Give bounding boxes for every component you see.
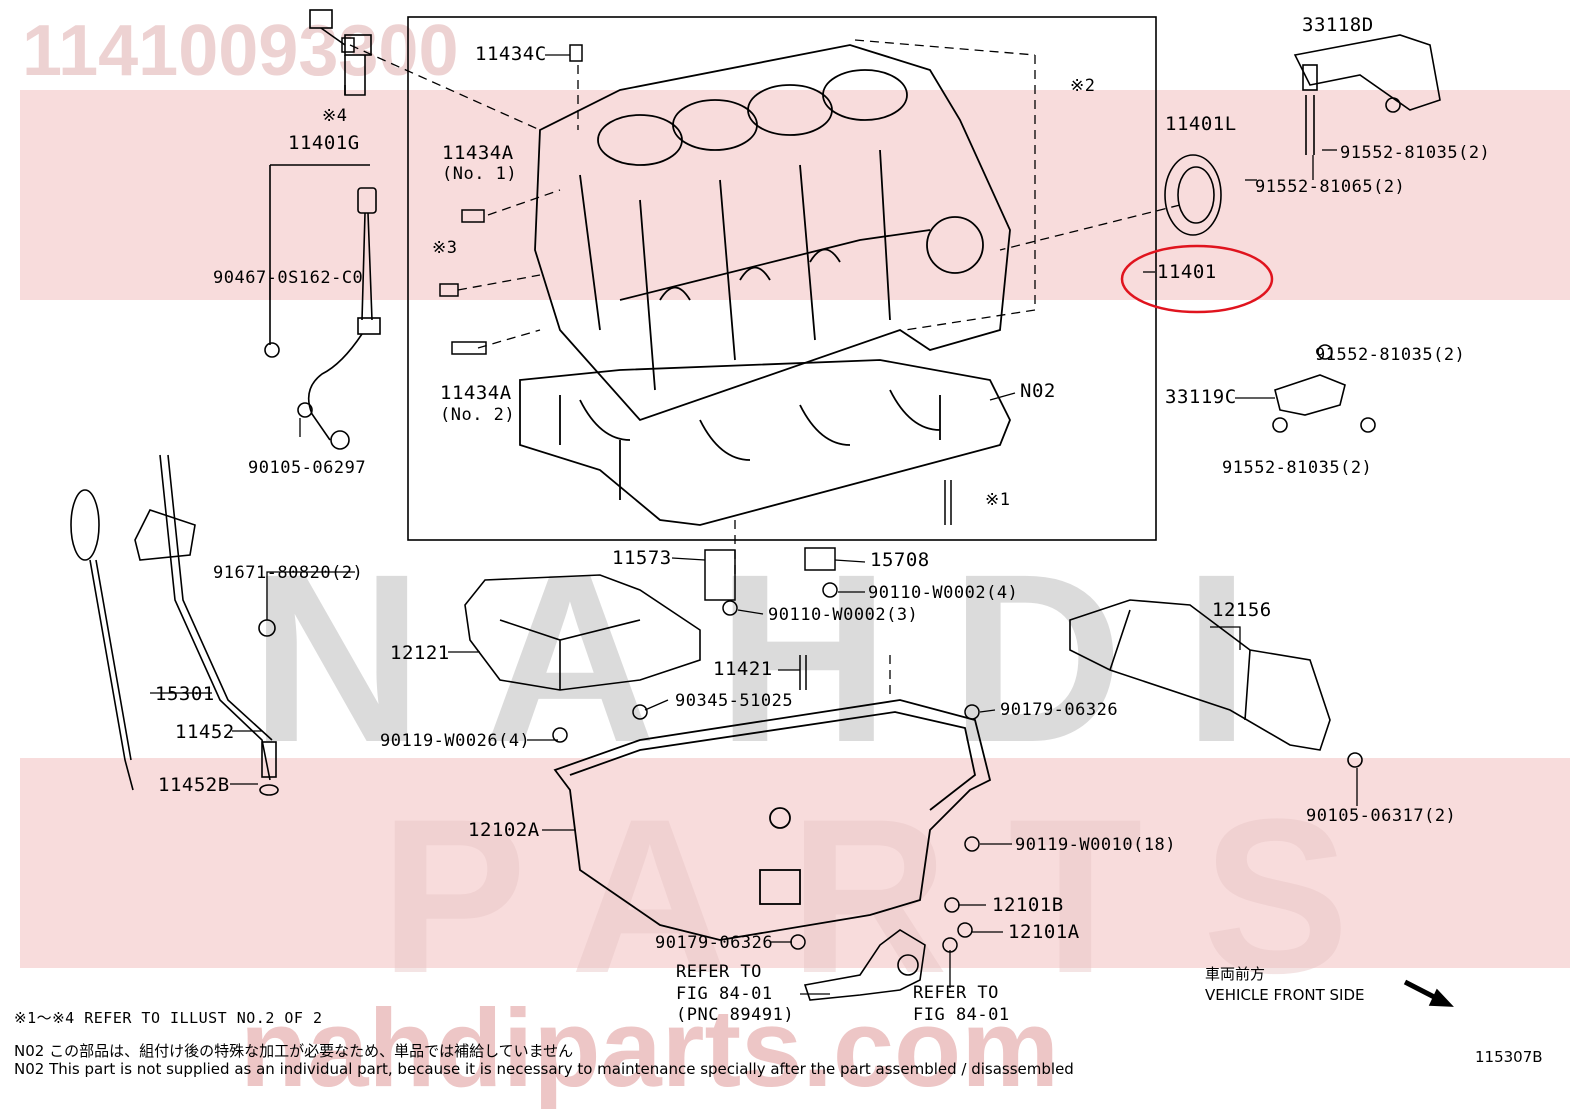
callout-12156: 12156 [1212,599,1272,621]
bracket-33119C [1272,344,1376,433]
note-n02-en: N02 This part is not supplied as an indi… [14,1060,1074,1078]
callout-91671-80820: 91671-80820(2) [213,563,364,583]
callout-90105-06297: 90105-06297 [248,458,367,478]
oil-seal-11401L [1164,154,1222,236]
callout-90345-51025: 90345-51025 [675,691,794,711]
callout-91552-81035-low: 91552-81035(2) [1222,458,1373,478]
callout-ref-1: ※1 [985,490,1011,510]
callout-91552-81065: 91552-81065(2) [1255,177,1406,197]
callout-15301: 15301 [155,683,215,705]
watermark-part-number: 11410093300 [22,11,459,91]
watermark-site: nahdiparts.com [240,987,1060,1110]
callout-11401-highlighted: 11401 [1157,261,1217,283]
vehicle-front-jp: 車両前方 [1205,965,1266,983]
callout-11573: 11573 [612,547,672,569]
callout-11421: 11421 [713,658,773,680]
callout-33119C: 33119C [1165,386,1237,408]
illustration-id: 115307B [1475,1048,1543,1066]
bracket-33118D [1293,34,1441,155]
refer-right-line1: REFER TO [913,983,999,1003]
note-refer-illust: ※1～※4 REFER TO ILLUST NO.2 OF 2 [14,1009,323,1027]
oil-dipstick [70,454,279,796]
baffle-12121 [464,574,701,691]
callout-91552-81035-mid: 91552-81035(2) [1315,345,1466,365]
callout-no1: (No. 1) [442,164,518,184]
refer-left-line2: FIG 84-01 [676,984,773,1004]
watermark-brand-line2: PARTS [380,773,1410,1019]
callout-11401G: 11401G [288,132,360,154]
callout-11434A-no2: 11434A [440,382,512,404]
callout-ref-4: ※4 [322,106,348,126]
callout-90105-06317: 90105-06317(2) [1306,806,1457,826]
stiffener-12156 [1069,599,1363,768]
refer-left-line3: (PNC 89491) [676,1005,795,1025]
lower-crankcase [519,359,1011,526]
knock-sensor-wire [264,187,381,450]
callout-11434A-no1: 11434A [442,142,514,164]
callout-12101A: 12101A [1008,921,1080,943]
callout-90179-06326-right: 90179-06326 [1000,700,1119,720]
callout-no2: (No. 2) [440,405,516,425]
callout-11452: 11452 [175,721,235,743]
cylinder-block [534,44,1011,422]
highlight-ring [1120,244,1274,314]
callout-ref-3: ※3 [432,238,458,258]
callout-90179-06326-bottom: 90179-06326 [655,933,774,953]
refer-right-line2: FIG 84-01 [913,1005,1010,1025]
callout-90110-W0002-3: 90110-W0002(3) [768,605,919,625]
callout-ref-2: ※2 [1070,76,1096,96]
callout-11434C: 11434C [475,43,547,65]
callout-12102A: 12102A [468,819,540,841]
callout-15708: 15708 [870,549,930,571]
watermark-brand-line1: NAHDI [250,524,1310,792]
vehicle-front-en: VEHICLE FRONT SIDE [1205,986,1365,1004]
callout-12101B: 12101B [992,894,1064,916]
callout-11452B: 11452B [158,774,230,796]
strainer-bracket [803,929,926,1001]
oil-pan-12102A [553,699,992,941]
callout-90119-W0010: 90119-W0010(18) [1015,835,1177,855]
block-frame [407,16,1157,541]
callout-90110-W0002-4: 90110-W0002(4) [868,583,1019,603]
callout-N02: N02 [1020,380,1056,402]
note-n02-jp: N02 この部品は、組付け後の特殊な加工が必要なため、単品では補給していません [14,1042,574,1060]
refer-left-line1: REFER TO [676,962,762,982]
callout-11401L: 11401L [1165,113,1237,135]
callout-91552-81035-top: 91552-81035(2) [1340,143,1491,163]
watermark-band-top [20,90,1570,300]
stud-bolts [341,37,980,953]
watermark-band-bottom [20,758,1570,968]
callout-33118D: 33118D [1302,14,1374,36]
callout-90119-W0026: 90119-W0026(4) [380,731,531,751]
callout-90467-0S162-C0: 90467-0S162-C0 [213,268,364,288]
sensor-top [269,9,372,345]
callout-12121: 12121 [390,642,450,664]
